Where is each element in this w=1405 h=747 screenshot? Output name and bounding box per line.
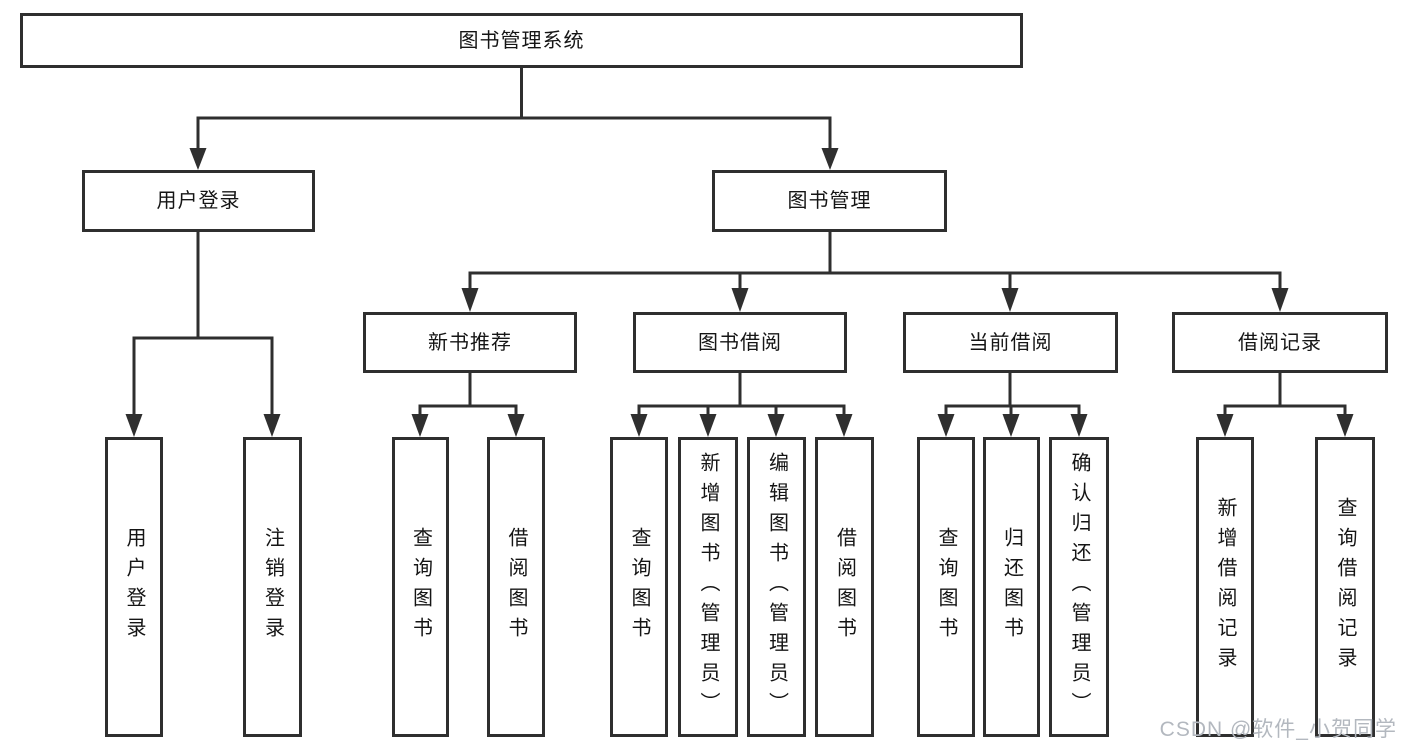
leaf-add-borrow-record: 新增借阅记录	[1196, 437, 1254, 737]
node-book-borrowing-label: 图书借阅	[698, 331, 782, 354]
node-library-management-system: 图书管理系统	[20, 13, 1023, 68]
leaf-user-login: 用户登录	[105, 437, 163, 737]
leaf-query-books-current-label: 查询图书	[935, 527, 957, 647]
leaf-user-login-label: 用户登录	[123, 527, 145, 647]
node-new-book-recommendation-label: 新书推荐	[428, 331, 512, 354]
node-borrowing-records: 借阅记录	[1172, 312, 1388, 373]
leaf-logout-label: 注销登录	[261, 527, 284, 647]
leaf-query-books-recommend-label: 查询图书	[409, 527, 432, 647]
leaf-add-book-admin-label: 新增图书（管理员）	[697, 452, 719, 722]
leaf-borrow-books-borrowing-label: 借阅图书	[833, 527, 856, 647]
node-user-login-label: 用户登录	[156, 190, 241, 212]
node-borrowing-records-label: 借阅记录	[1238, 331, 1322, 354]
node-new-book-recommendation: 新书推荐	[363, 312, 577, 373]
leaf-logout: 注销登录	[243, 437, 302, 737]
leaf-borrow-books-borrowing: 借阅图书	[815, 437, 874, 737]
leaf-return-book-label: 归还图书	[1000, 527, 1023, 647]
node-book-borrowing: 图书借阅	[633, 312, 847, 373]
node-current-borrowing-label: 当前借阅	[968, 331, 1053, 354]
leaf-query-books-current: 查询图书	[917, 437, 975, 737]
csdn-watermark: CSDN @软件_小贺同学	[1159, 718, 1397, 741]
leaf-query-books-recommend: 查询图书	[392, 437, 449, 737]
node-current-borrowing: 当前借阅	[903, 312, 1118, 373]
node-library-management-system-label: 图书管理系统	[458, 29, 585, 52]
leaf-confirm-return-admin-label: 确认归还（管理员）	[1068, 452, 1090, 722]
leaf-edit-book-admin-label: 编辑图书（管理员）	[765, 452, 788, 722]
leaf-return-book: 归还图书	[983, 437, 1040, 737]
leaf-edit-book-admin: 编辑图书（管理员）	[747, 437, 806, 737]
leaf-confirm-return-admin: 确认归还（管理员）	[1049, 437, 1109, 737]
leaf-borrow-books-recommend: 借阅图书	[487, 437, 545, 737]
leaf-query-books-borrowing: 查询图书	[610, 437, 668, 737]
leaf-add-borrow-record-label: 新增借阅记录	[1214, 497, 1236, 677]
leaf-query-books-borrowing-label: 查询图书	[628, 527, 650, 647]
leaf-query-borrow-record: 查询借阅记录	[1315, 437, 1375, 737]
leaf-query-borrow-record-label: 查询借阅记录	[1334, 497, 1356, 677]
node-book-management-label: 图书管理	[787, 190, 872, 212]
node-user-login: 用户登录	[82, 170, 315, 232]
node-book-management: 图书管理	[712, 170, 947, 232]
leaf-borrow-books-recommend-label: 借阅图书	[505, 527, 527, 647]
leaf-add-book-admin: 新增图书（管理员）	[678, 437, 738, 737]
